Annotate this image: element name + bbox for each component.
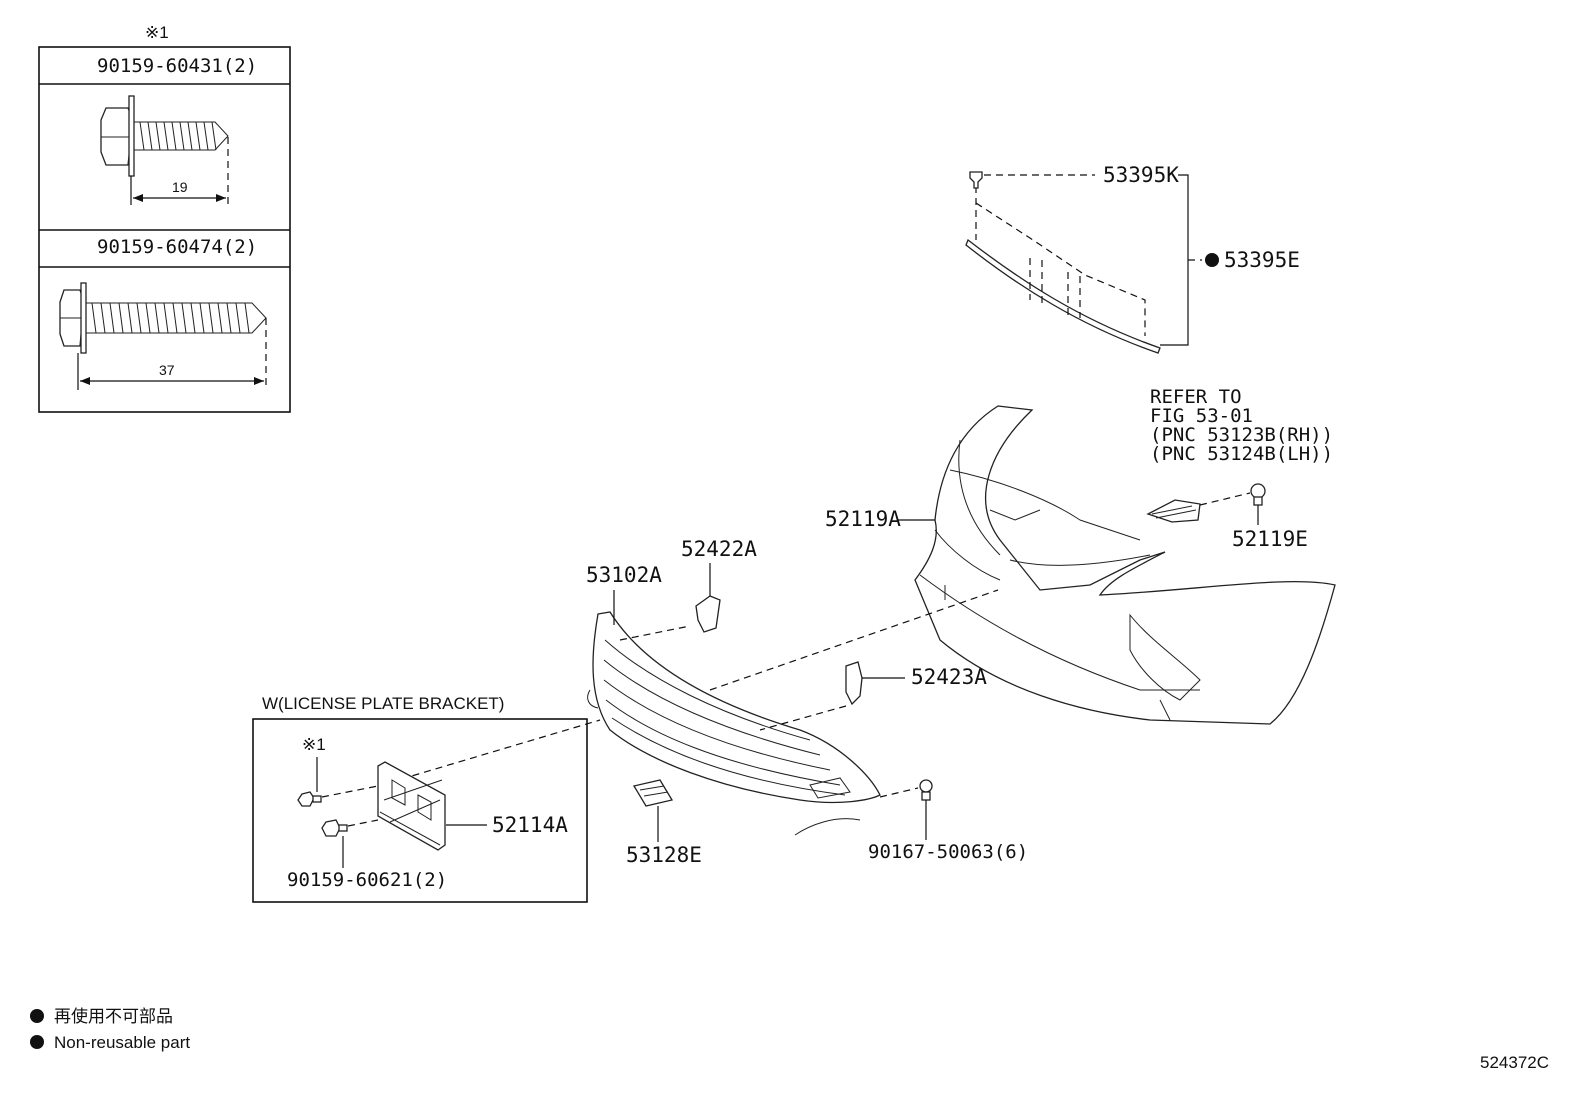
part-label-52114A: 52114A [492,813,568,837]
bracket-52422A [695,595,721,633]
bolt-1-dimension: 19 [172,179,188,195]
refer-note: REFER TO FIG 53-01 (PNC 53123B(RH)) (PNC… [1150,386,1333,465]
bolt-1-part-number: 90159-60431(2) [97,55,257,77]
license-bracket-box: W(LICENSE PLATE BRACKET) ※1 52114A 90159… [252,694,601,903]
figure-code: 524372C [1480,1053,1549,1072]
pad-52119E [1146,483,1266,525]
hex-bolt-icon [297,791,322,807]
clip-icon [1250,483,1266,506]
part-label-53395E: 53395E [1224,248,1300,272]
license-box-mark: ※1 [302,735,326,754]
non-reusable-dot-icon [30,1009,44,1023]
bracket-52423A [845,661,863,706]
non-reusable-dot-icon [1205,253,1219,267]
bolt-2-dimension: 37 [159,362,175,378]
legend-en: Non-reusable part [54,1033,190,1052]
legend: 再使用不可部品 Non-reusable part [30,1006,190,1052]
part-label-90167-50063: 90167-50063(6) [868,841,1028,863]
refer-line-4: (PNC 53124B(LH)) [1150,443,1333,465]
hex-bolt-icon [919,779,933,801]
part-label-52423A: 52423A [911,665,987,689]
bolt-2-part-number: 90159-60474(2) [97,236,257,258]
bumper-cover [914,405,1336,725]
seal-strip-group: 53395K 53395E [965,163,1300,354]
part-label-52119A: 52119A [825,507,901,531]
part-label-52119E: 52119E [1232,527,1308,551]
hex-bolt-icon [100,95,229,177]
legend-jp: 再使用不可部品 [54,1006,173,1026]
lower-grille [587,611,881,836]
part-label-90159-60621: 90159-60621(2) [287,869,447,891]
refer-line-1: REFER TO [1150,386,1242,408]
part-label-53128E: 53128E [626,843,702,867]
part-label-53102A: 53102A [586,563,662,587]
license-box-title: W(LICENSE PLATE BRACKET) [262,694,504,713]
hex-bolt-icon [59,282,267,354]
fastener-box-mark: ※1 [145,23,169,42]
clip-icon [969,171,983,189]
part-label-52422A: 52422A [681,537,757,561]
fastener-box: ※1 90159-60431(2) 19 90159-60474(2) [38,23,291,413]
hex-bolt-icon [321,819,348,837]
refer-line-3: (PNC 53123B(RH)) [1150,424,1333,446]
cover-53128E [632,779,674,807]
part-label-53395K: 53395K [1103,163,1179,187]
refer-line-2: FIG 53-01 [1150,405,1253,427]
license-box-frame [252,718,588,903]
non-reusable-dot-icon [30,1035,44,1049]
